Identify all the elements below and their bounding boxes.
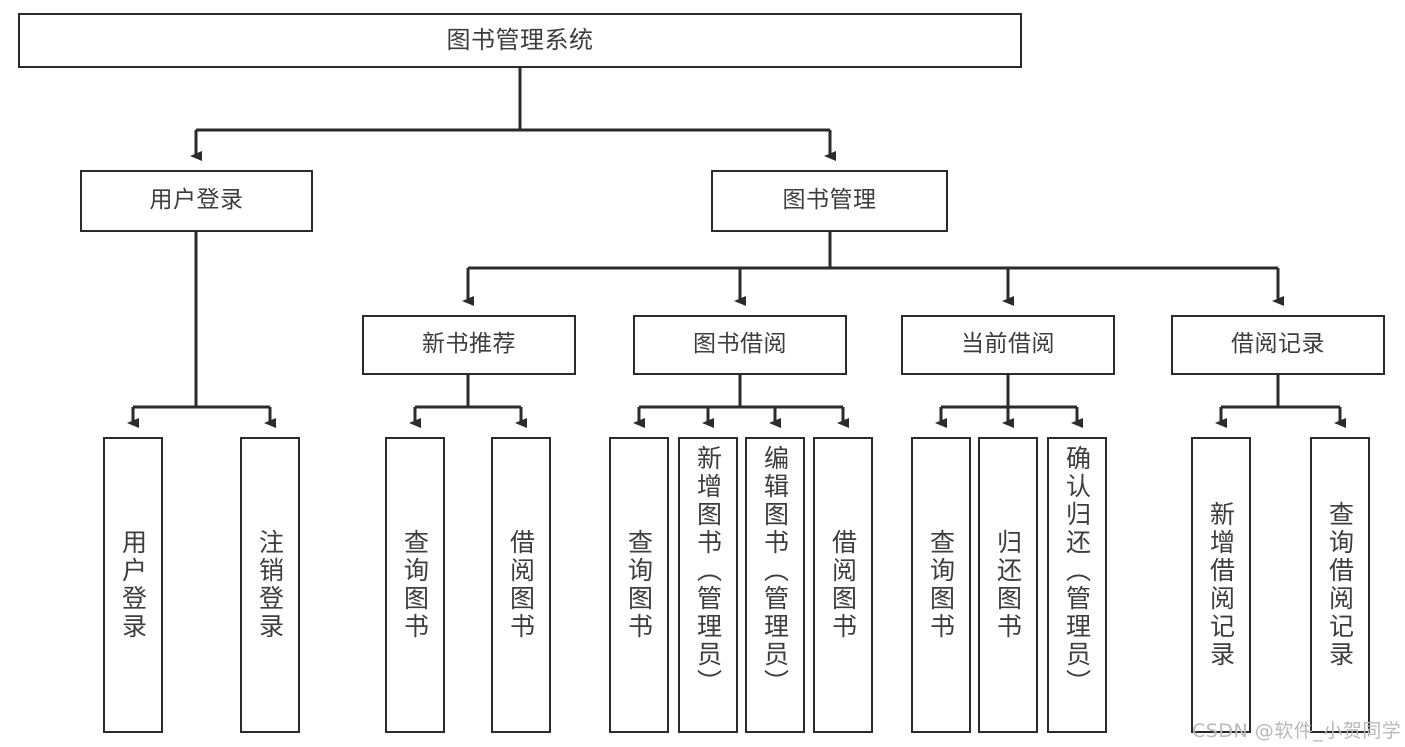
node-leaf-add-book-admin[interactable]: 新增图书（管理员）: [678, 437, 738, 733]
node-label: 注销登录: [255, 529, 285, 641]
csdn-watermark: CSDN @软件_小贺同学: [1192, 720, 1402, 742]
node-leaf-borrow-book-recommend[interactable]: 借阅图书: [491, 437, 551, 733]
node-label: 查询借阅记录: [1325, 501, 1355, 669]
node-leaf-return-book[interactable]: 归还图书: [978, 437, 1038, 733]
node-leaf-borrow-book-borrow[interactable]: 借阅图书: [813, 437, 873, 733]
node-label: 借阅图书: [506, 529, 536, 641]
node-label: 确认归还（管理员）: [1062, 445, 1092, 697]
node-label: 查询图书: [624, 529, 654, 641]
node-borrowing-records[interactable]: 借阅记录: [1171, 315, 1385, 375]
node-label: 图书管理: [782, 187, 877, 214]
node-label: 用户登录: [118, 529, 148, 641]
node-label: 用户登录: [149, 187, 244, 214]
node-book-management[interactable]: 图书管理: [711, 170, 948, 232]
node-label: 查询图书: [400, 529, 430, 641]
node-user-login[interactable]: 用户登录: [80, 170, 313, 232]
node-label: 新增图书（管理员）: [693, 445, 723, 697]
node-leaf-query-borrow-record[interactable]: 查询借阅记录: [1310, 437, 1370, 733]
node-leaf-user-logout[interactable]: 注销登录: [240, 437, 300, 733]
node-book-borrowing[interactable]: 图书借阅: [633, 315, 847, 375]
node-leaf-confirm-return-admin[interactable]: 确认归还（管理员）: [1047, 437, 1107, 733]
node-label: 编辑图书（管理员）: [760, 445, 790, 697]
node-label: 图书管理系统: [446, 26, 594, 55]
node-leaf-query-book-borrow[interactable]: 查询图书: [609, 437, 669, 733]
node-label: 归还图书: [993, 529, 1023, 641]
node-label: 新增借阅记录: [1206, 501, 1236, 669]
node-new-book-recommendation[interactable]: 新书推荐: [362, 315, 576, 375]
node-leaf-query-book-recommend[interactable]: 查询图书: [385, 437, 445, 733]
node-leaf-add-borrow-record[interactable]: 新增借阅记录: [1191, 437, 1251, 733]
node-label: 新书推荐: [422, 331, 516, 358]
node-leaf-query-book-current[interactable]: 查询图书: [911, 437, 971, 733]
node-leaf-user-login[interactable]: 用户登录: [103, 437, 163, 733]
node-leaf-edit-book-admin[interactable]: 编辑图书（管理员）: [745, 437, 805, 733]
node-label: 当前借阅: [961, 331, 1055, 358]
node-label: 借阅记录: [1231, 331, 1325, 358]
node-label: 图书借阅: [693, 331, 787, 358]
node-label: 借阅图书: [828, 529, 858, 641]
node-current-borrowing[interactable]: 当前借阅: [901, 315, 1115, 375]
node-label: 查询图书: [926, 529, 956, 641]
node-root-book-management-system[interactable]: 图书管理系统: [18, 13, 1022, 68]
